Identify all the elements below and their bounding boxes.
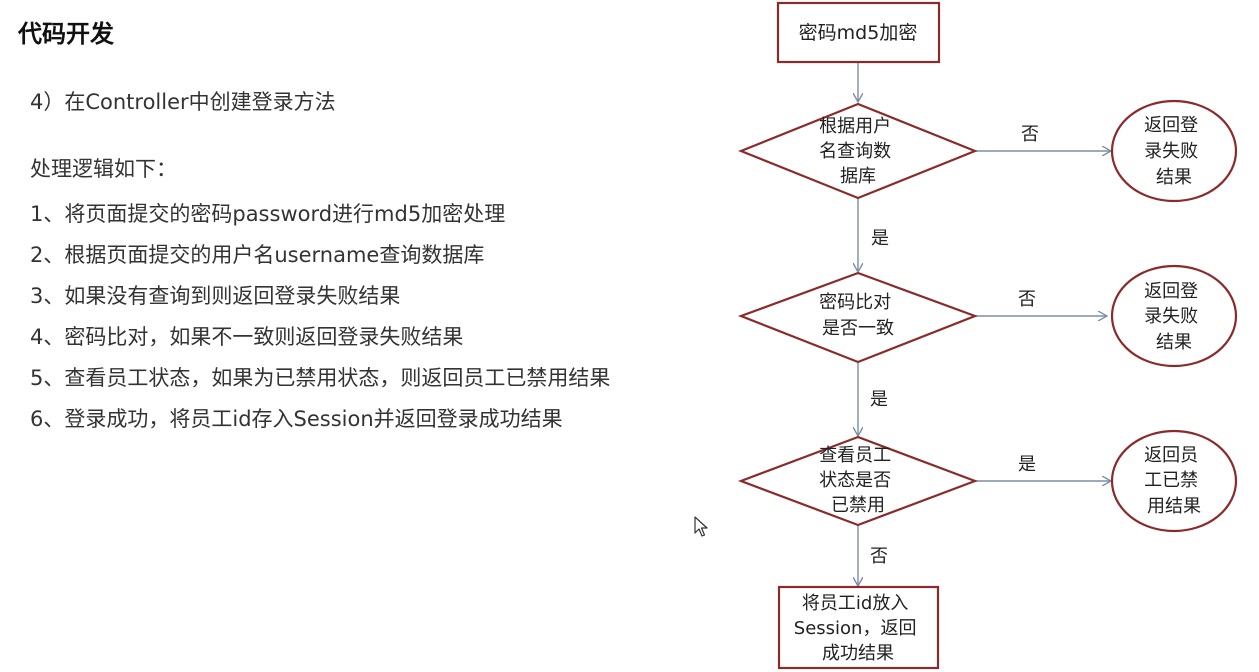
step-item: 5、查看员工状态，如果为已禁用状态，则返回员工已禁用结果 bbox=[30, 366, 611, 390]
edge-label-yes-status: 是 bbox=[1018, 454, 1036, 475]
start-box bbox=[776, 1, 941, 64]
step-item: 4、密码比对，如果不一致则返回登录失败结果 bbox=[30, 325, 464, 349]
edge-label-yes-query: 是 bbox=[871, 228, 889, 249]
step-item: 1、将页面提交的密码password进行md5加密处理 bbox=[30, 202, 506, 226]
result-login-failed-2 bbox=[1110, 264, 1238, 368]
logic-heading: 处理逻辑如下： bbox=[30, 157, 177, 181]
end-box bbox=[777, 585, 940, 670]
step-item: 6、登录成功，将员工id存入Session并返回登录成功结果 bbox=[30, 407, 563, 431]
edge-label-no-compare: 否 bbox=[1018, 289, 1036, 310]
page-title: 代码开发 bbox=[18, 20, 114, 48]
result-login-failed-1-label: 返回登 录失败 结果 bbox=[1144, 115, 1204, 188]
decision-query-user bbox=[738, 102, 978, 200]
edge-label-yes-compare: 是 bbox=[870, 389, 888, 410]
edge-label-no-query: 否 bbox=[1021, 124, 1039, 145]
end-box-label: 将员工id放入 Session，返回 成功结果 bbox=[794, 593, 922, 664]
section-subtitle: 4）在Controller中创建登录方法 bbox=[30, 90, 336, 114]
mouse-pointer-icon bbox=[694, 516, 708, 537]
decision-compare-password-label: 密码比对 是否一致 bbox=[819, 292, 897, 339]
result-login-failed-1 bbox=[1110, 99, 1238, 203]
steps-list: 1、将页面提交的密码password进行md5加密处理 2、根据页面提交的用户名… bbox=[30, 194, 610, 440]
step-item: 2、根据页面提交的用户名username查询数据库 bbox=[30, 243, 485, 267]
flow-connectors bbox=[858, 62, 1110, 585]
decision-query-user-label: 根据用户 名查询数 据库 bbox=[819, 116, 897, 187]
step-item: 3、如果没有查询到则返回登录失败结果 bbox=[30, 284, 401, 308]
result-employee-disabled-label: 返回员 工已禁 用结果 bbox=[1144, 445, 1204, 517]
result-employee-disabled bbox=[1110, 429, 1238, 533]
result-login-failed-2-label: 返回登 录失败 结果 bbox=[1144, 281, 1204, 353]
decision-check-status-label: 查看员工 状态是否 已禁用 bbox=[819, 445, 897, 516]
start-box-label: 密码md5加密 bbox=[799, 22, 918, 44]
edge-label-no-status: 否 bbox=[870, 546, 888, 567]
decision-compare-password bbox=[737, 271, 979, 364]
decision-check-status bbox=[737, 435, 979, 527]
